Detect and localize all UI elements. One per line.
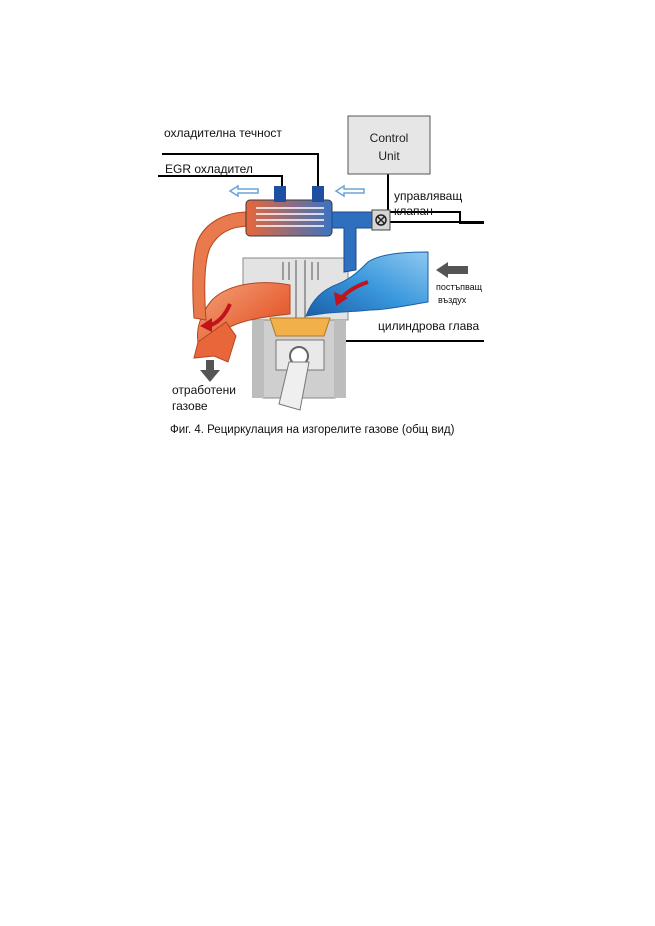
intake-air-label-1: постъпващ: [436, 282, 483, 292]
exhaust-label-1: отработени: [172, 383, 236, 397]
engine-block: [242, 257, 349, 411]
valve-springs: [282, 260, 319, 320]
exhaust-arrow-icon: [200, 360, 220, 382]
egr-pipe: [192, 211, 251, 321]
flow-arrow-head: [200, 318, 212, 332]
intake-path: [305, 251, 429, 317]
control-unit-label-2: Unit: [378, 149, 400, 163]
exhaust-outlet: [193, 321, 237, 363]
coolant-arrow-out-icon: [228, 184, 259, 198]
figure-caption: Фиг. 4. Рециркулация на изгорелите газов…: [170, 424, 455, 436]
connecting-rod: [278, 361, 310, 411]
egr-cooler-label: EGR охладител: [165, 162, 253, 176]
coolant-port-right: [312, 186, 324, 202]
control-unit-label-1: Control: [370, 131, 409, 145]
control-valve-label-2: клапан: [394, 204, 433, 218]
egr-cooler: [228, 184, 365, 237]
intake-flow-arrow-head: [334, 292, 348, 306]
control-valve-label-1: управляващ: [394, 189, 462, 203]
exhaust-label-2: газове: [172, 399, 208, 413]
cylinder-head-label: цилиндрова глава: [378, 319, 480, 333]
coolant-arrow-in-icon: [334, 184, 365, 198]
combustion-chamber: [269, 317, 331, 337]
egr-valve-assembly: [331, 209, 391, 273]
intake-arrow-icon: [436, 262, 468, 278]
control-unit-box: Control Unit: [347, 115, 431, 175]
coolant-port-left: [274, 186, 286, 202]
intake-air-label-2: въздух: [438, 295, 467, 305]
exhaust-path: [192, 211, 291, 363]
coolant-label: охладителна течност: [164, 126, 282, 140]
